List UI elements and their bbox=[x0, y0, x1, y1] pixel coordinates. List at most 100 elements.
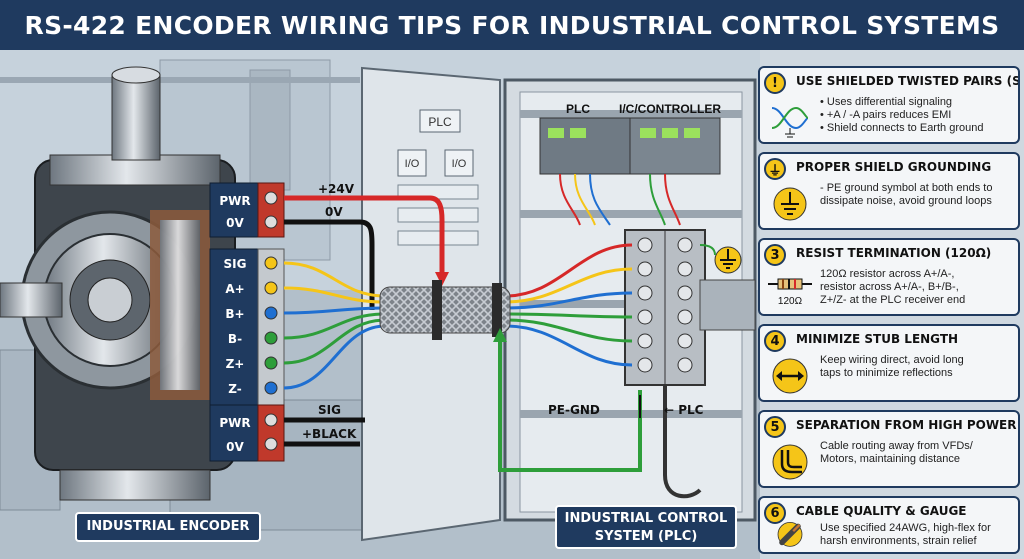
plc-wires bbox=[559, 173, 681, 226]
tip-6-line-2: harsh environments, strain relief bbox=[820, 535, 977, 547]
double-arrow-icon bbox=[772, 358, 808, 394]
tip-5-line-2: Motors, maintaining distance bbox=[820, 453, 961, 465]
signal-screw bbox=[264, 306, 278, 320]
signal-wire-out bbox=[504, 291, 633, 310]
tip-heading-4: MINIMIZE STUB LENGTH bbox=[796, 332, 959, 346]
signal-wires bbox=[283, 243, 633, 390]
b-plus-label: B+ bbox=[225, 307, 244, 321]
control-cabinet: PLC I/C/CONTROLLER bbox=[503, 78, 757, 522]
signal-screw bbox=[264, 281, 278, 295]
terminal-screw bbox=[677, 261, 693, 277]
door-io-label-2: I/O bbox=[452, 158, 467, 170]
tip-1-line-1: • Uses differential signaling bbox=[820, 96, 953, 108]
signal-screw bbox=[264, 331, 278, 345]
tip-2-line-1: - PE ground symbol at both ends to bbox=[820, 182, 993, 194]
plc-caption-line-1: INDUSTRIAL CONTROL bbox=[564, 511, 728, 526]
tip-body-4: Keep wiring direct, avoid long taps to m… bbox=[820, 354, 1014, 380]
tip-3-line-1: 120Ω resistor across A+/A-, bbox=[820, 268, 955, 280]
terminal-screw bbox=[677, 333, 693, 349]
tip-body-6: Use specified 24AWG, high-flex for harsh… bbox=[820, 522, 1014, 548]
terminal-screw bbox=[677, 357, 693, 373]
terminal-screw bbox=[637, 357, 653, 373]
tip-card-6: 6 CABLE QUALITY & GAUGE Use specified 24… bbox=[758, 496, 1020, 554]
title-bar: RS-422 ENCODER WIRING TIPS FOR INDUSTRIA… bbox=[0, 0, 1024, 50]
tip-number-3: 3 bbox=[764, 244, 786, 266]
signal-wire bbox=[283, 324, 386, 390]
encoder-caption: INDUSTRIAL ENCODER bbox=[75, 512, 261, 542]
controller-label: I/C/CONTROLLER bbox=[619, 102, 721, 116]
tip-card-5: 5 SEPARATION FROM HIGH POWER Cable routi… bbox=[758, 410, 1020, 488]
signal-wire-out bbox=[504, 312, 633, 319]
door-plc-label: PLC bbox=[428, 115, 452, 129]
tip-6-line-1: Use specified 24AWG, high-flex for bbox=[820, 522, 991, 534]
b-minus-label: B- bbox=[228, 332, 242, 346]
terminal-block bbox=[624, 229, 706, 386]
top-0v-label: 0V bbox=[226, 216, 244, 230]
tip-number-5: 5 bbox=[764, 416, 786, 438]
tip-3-line-2: resistor across A+/A-, B+/B-, bbox=[820, 281, 959, 293]
shielded-cable bbox=[379, 280, 511, 340]
signal-wire bbox=[283, 312, 386, 340]
cable-route-icon bbox=[772, 444, 808, 480]
terminal-screw bbox=[677, 285, 693, 301]
tip-heading-5: SEPARATION FROM HIGH POWER bbox=[796, 418, 1017, 432]
signal-screw bbox=[264, 356, 278, 370]
tip-number-6: 6 bbox=[764, 502, 786, 524]
signal-wire-out bbox=[504, 324, 633, 367]
twisted-pair-icon bbox=[771, 106, 809, 138]
pe-gnd-label: PE-GND bbox=[548, 403, 600, 417]
tip-4-line-1: Keep wiring direct, avoid long bbox=[820, 354, 964, 366]
top-pwr-label: PWR bbox=[219, 194, 250, 208]
terminal-screw bbox=[637, 261, 653, 277]
a-plus-label: A+ bbox=[225, 282, 244, 296]
pe-ground-wire bbox=[493, 328, 642, 472]
tip-card-4: 4 MINIMIZE STUB LENGTH Keep wiring direc… bbox=[758, 324, 1020, 402]
page-title: RS-422 ENCODER WIRING TIPS FOR INDUSTRIA… bbox=[24, 10, 1000, 40]
resistor-icon: 120Ω bbox=[768, 278, 812, 307]
plc-rack bbox=[539, 117, 721, 175]
tip-body-2: - PE ground symbol at both ends to dissi… bbox=[820, 182, 1014, 208]
terminal-screw bbox=[637, 285, 653, 301]
tip-number-1: ! bbox=[764, 72, 786, 94]
terminal-screws bbox=[637, 237, 693, 373]
wiring-scene: PLC I/O I/O PLC I/C/CONTROLLER bbox=[0, 50, 760, 559]
signal-wire bbox=[283, 261, 386, 298]
signal-screw bbox=[264, 381, 278, 395]
plc-label: PLC bbox=[566, 102, 590, 116]
plus24v-label: +24V bbox=[318, 182, 355, 196]
signal-wire bbox=[283, 286, 386, 304]
encoder-caption-text: INDUSTRIAL ENCODER bbox=[86, 519, 250, 534]
tip-number-2: ⏚ bbox=[764, 158, 786, 180]
signal-wire bbox=[283, 306, 386, 315]
signal-wire-out bbox=[504, 318, 633, 343]
terminal-screw bbox=[677, 237, 693, 253]
sig-label: SIG bbox=[224, 257, 247, 271]
tips-panel: ! USE SHIELDED TWISTED PAIRS (STP) • Use… bbox=[758, 58, 1020, 555]
terminal-screw bbox=[677, 309, 693, 325]
plc-caption: INDUSTRIAL CONTROL SYSTEM (PLC) bbox=[555, 505, 737, 549]
signal-terminal-screws bbox=[264, 256, 278, 395]
tip-3-line-3: Z+/Z- at the PLC receiver end bbox=[820, 294, 966, 306]
power-wires bbox=[284, 195, 449, 447]
tip-card-1: ! USE SHIELDED TWISTED PAIRS (STP) • Use… bbox=[758, 66, 1020, 144]
signal-wire-out bbox=[504, 243, 633, 298]
plus-black-label: +BLACK bbox=[302, 427, 357, 441]
tip-card-2: ⏚ PROPER SHIELD GROUNDING - PE ground sy… bbox=[758, 152, 1020, 230]
earth-ground-icon bbox=[714, 246, 742, 274]
signal-screw bbox=[264, 256, 278, 270]
tip-body-3: 120Ω resistor across A+/A-, resistor acr… bbox=[820, 268, 1014, 307]
plc-caption-line-2: SYSTEM (PLC) bbox=[594, 529, 698, 544]
sig-wire-label: SIG bbox=[318, 403, 341, 417]
bottom-pwr-label: PWR bbox=[219, 416, 250, 430]
din-rail bbox=[699, 279, 756, 331]
tip-heading-6: CABLE QUALITY & GAUGE bbox=[796, 504, 967, 518]
tip-heading-3: RESIST TERMINATION (120Ω) bbox=[796, 246, 992, 260]
terminal-screw bbox=[637, 237, 653, 253]
tip-heading-1: USE SHIELDED TWISTED PAIRS (STP) bbox=[796, 74, 1020, 88]
bottom-0v-label: 0V bbox=[226, 440, 244, 454]
encoder-connector-blocks bbox=[209, 182, 285, 462]
tip-body-1: • Uses differential signaling • +A / -A … bbox=[820, 96, 1014, 135]
tip-heading-2: PROPER SHIELD GROUNDING bbox=[796, 160, 992, 174]
resistor-value-label: 120Ω bbox=[778, 296, 803, 307]
